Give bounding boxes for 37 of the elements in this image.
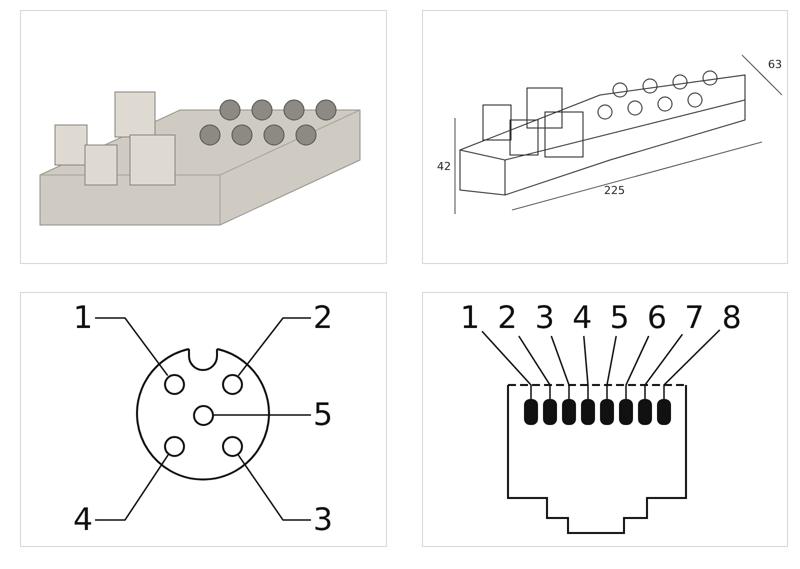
leader-line: [95, 317, 168, 376]
pin-number: 2: [311, 300, 335, 336]
dimension-label: 225: [604, 184, 625, 197]
pin-number: 2: [495, 300, 520, 336]
contact-pin: [543, 399, 557, 425]
pin-number: 6: [645, 300, 669, 336]
contact-pin: [562, 399, 576, 425]
contact-pin: [524, 399, 538, 425]
dimension-label: 63: [768, 58, 782, 71]
pin-number: 8: [720, 300, 744, 336]
pin-number: 4: [71, 502, 95, 538]
pin-number: 5: [608, 300, 632, 336]
leader-line: [214, 414, 311, 416]
pin-number: 3: [311, 502, 335, 538]
pin-number: 4: [570, 300, 594, 336]
leader-line: [606, 336, 617, 399]
contact-pin: [600, 399, 614, 425]
pin-number: 1: [458, 300, 482, 336]
contact-pin: [657, 399, 671, 425]
leader-line: [550, 336, 570, 399]
pin-number: 1: [71, 300, 95, 336]
leader-line: [481, 330, 532, 399]
leader-line: [518, 336, 551, 399]
leader-line: [625, 336, 650, 399]
contact-pin: [581, 399, 595, 425]
leader-line: [644, 334, 683, 399]
leader-line: [237, 454, 311, 521]
leader-line: [95, 454, 169, 521]
pin-number: 3: [532, 300, 557, 336]
contact-pin: [619, 399, 633, 425]
leader-line: [663, 329, 720, 399]
leader-line: [238, 317, 311, 376]
dimension-label: 42: [437, 160, 451, 173]
pin-number: 7: [682, 300, 706, 336]
pin-number: 5: [311, 397, 335, 433]
contact-pin: [638, 399, 652, 425]
leader-line: [583, 336, 589, 399]
